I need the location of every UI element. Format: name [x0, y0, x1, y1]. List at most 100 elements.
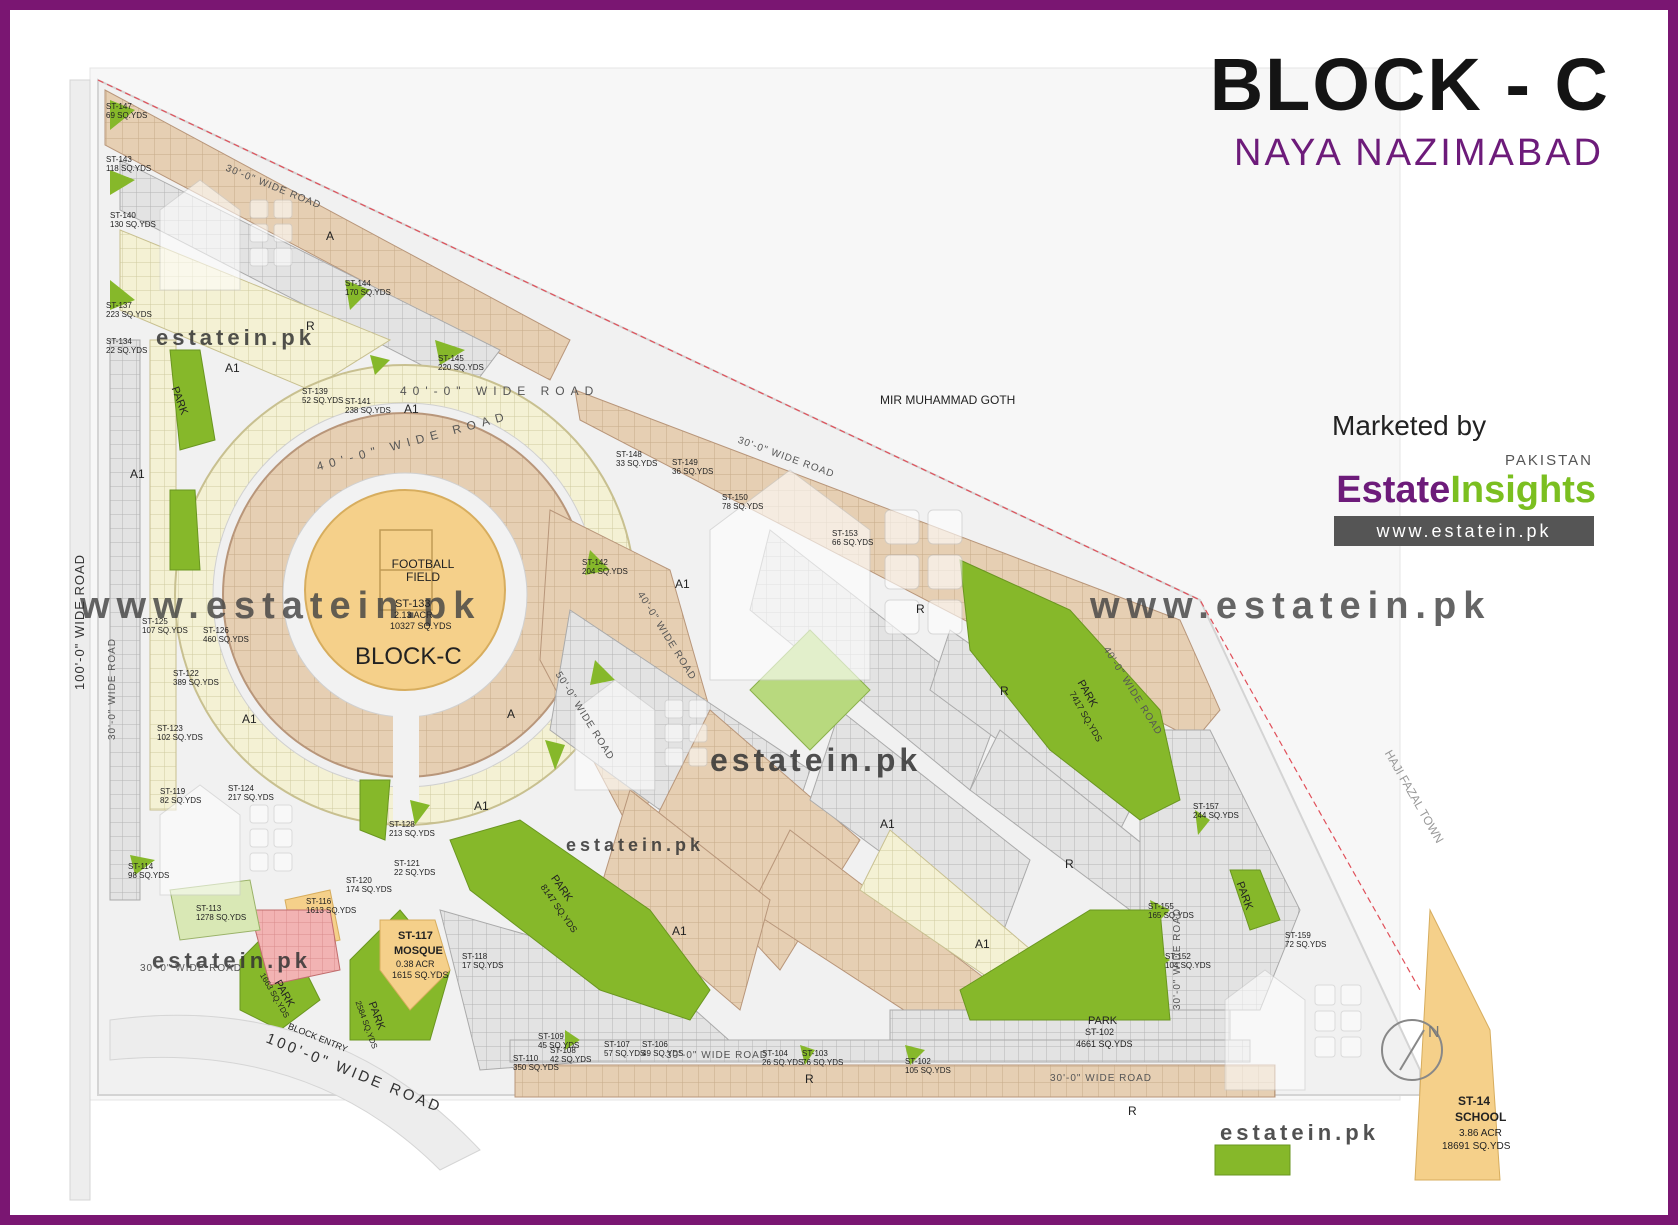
watermark-small-5: estatein.pk: [1220, 1120, 1379, 1145]
site-plan-map: [69, 67, 1501, 1201]
amenity-triangle-17: [130, 855, 155, 875]
map-frame: BLOCK - C NAYA NAZIMABAD Marketed by PAK…: [10, 10, 1668, 1215]
football-field-area-yds: 10327 SQ.YDS: [390, 621, 452, 631]
plot-type-r: R: [1065, 857, 1074, 871]
amenity-triangle-15: [800, 1045, 815, 1065]
road-label-30-southwest: 30'-0" WIDE ROAD: [140, 963, 243, 974]
plot-type-a1: A1: [975, 937, 990, 951]
watermark-logo-5: [1224, 969, 1362, 1091]
road-label-ring-outer: 40'-0" WIDE ROAD: [400, 384, 600, 398]
park-st-127: [449, 819, 711, 1021]
plot-column-left-2: [149, 339, 177, 811]
park-st-156: [959, 559, 1181, 821]
brand-name-part2: Insights: [1450, 469, 1596, 511]
school-name: SCHOOL: [1455, 1110, 1507, 1124]
block-label: BLOCK-C: [355, 643, 462, 670]
north-label: N: [1428, 1024, 1440, 1041]
school-code: ST-14: [1458, 1094, 1491, 1108]
road-label-30-east-vertical: 30'-0" WIDE ROAD: [1172, 907, 1183, 1010]
watermark-url-left: www.estatein.pk: [80, 585, 482, 627]
north-arrow-icon: [1381, 1019, 1443, 1081]
plot-type-a1: A1: [225, 361, 240, 375]
park-st-102-area: 4661 SQ.YDS: [1076, 1039, 1133, 1049]
plot-strip-northeast: [104, 89, 571, 381]
mosque-area-acr: 0.38 ACR: [396, 959, 435, 969]
plot-type-r: R: [805, 1072, 814, 1086]
amenity-triangle-16: [565, 1030, 580, 1050]
watermark-logo-4: [159, 784, 293, 896]
plot-type-a1: A1: [404, 402, 419, 416]
school-area-acr: 3.86 ACR: [1459, 1128, 1502, 1139]
plot-type-a1: A1: [474, 799, 489, 813]
mosque-plot: [379, 919, 451, 1011]
park-st-102: [959, 909, 1171, 1021]
page-subtitle: NAYA NAZIMABAD: [1234, 132, 1604, 174]
plot-type-a1: A1: [672, 924, 687, 938]
plot-rows-south-tan: [514, 1064, 1276, 1098]
watermark-small-2: estatein.pk: [710, 742, 922, 778]
amenity-triangle-13: [1155, 950, 1170, 970]
watermark-small-1: estatein.pk: [156, 325, 315, 350]
football-field-code: ST-133: [395, 598, 431, 610]
road-label-30-left: 30'-0" WIDE ROAD: [107, 637, 118, 740]
page-title: BLOCK - C: [1209, 43, 1610, 126]
watermark-logo-1: [159, 179, 293, 291]
park-st-161: [169, 349, 216, 451]
mosque-name: MOSQUE: [394, 945, 443, 957]
football-field-area-acr: 2.13 ACR: [394, 610, 433, 620]
marketed-by-label: Marketed by: [1332, 410, 1487, 441]
place-name-mir-muhammad-goth: MIR MUHAMMAD GOTH: [880, 393, 1016, 407]
football-field: [304, 489, 506, 691]
plot-type-a1: A1: [242, 712, 257, 726]
school-area-yds: 18691 SQ.YDS: [1442, 1141, 1511, 1152]
road-label-30-south: 30'-0" WIDE ROAD: [666, 1050, 769, 1061]
park-st-137: [1229, 869, 1281, 931]
amenity-triangle-2: [110, 170, 135, 195]
brand-website[interactable]: www.estatein.pk: [1334, 516, 1594, 546]
watermark-small-3: estatein.pk: [566, 835, 705, 855]
amenity-triangle-7: [585, 550, 610, 575]
plot-column-left: [109, 339, 141, 901]
mosque-area-yds: 1615 SQ.YDS: [392, 970, 449, 980]
plot-type-a: A: [507, 707, 516, 721]
main-road-left: [69, 79, 91, 1201]
road-label-30-southeast: 30'-0" WIDE ROAD: [1050, 1073, 1153, 1084]
school-plot: [1414, 908, 1501, 1181]
plot-type-a1: A1: [880, 817, 895, 831]
plot-type-r: R: [1000, 684, 1009, 698]
park-st-131: [169, 489, 201, 571]
plot-type-r: R: [916, 602, 925, 616]
amenity-triangle-11: [1195, 810, 1210, 835]
amenity-triangle-10: [410, 800, 430, 825]
road-label-main-left: 100'-0" WIDE ROAD: [72, 553, 87, 690]
watermark-logo-3: [574, 679, 708, 791]
park-st-park-small: [359, 779, 391, 841]
park-st-park-south: [1214, 1144, 1291, 1176]
watermark-small-4: estatein.pk: [152, 948, 311, 973]
